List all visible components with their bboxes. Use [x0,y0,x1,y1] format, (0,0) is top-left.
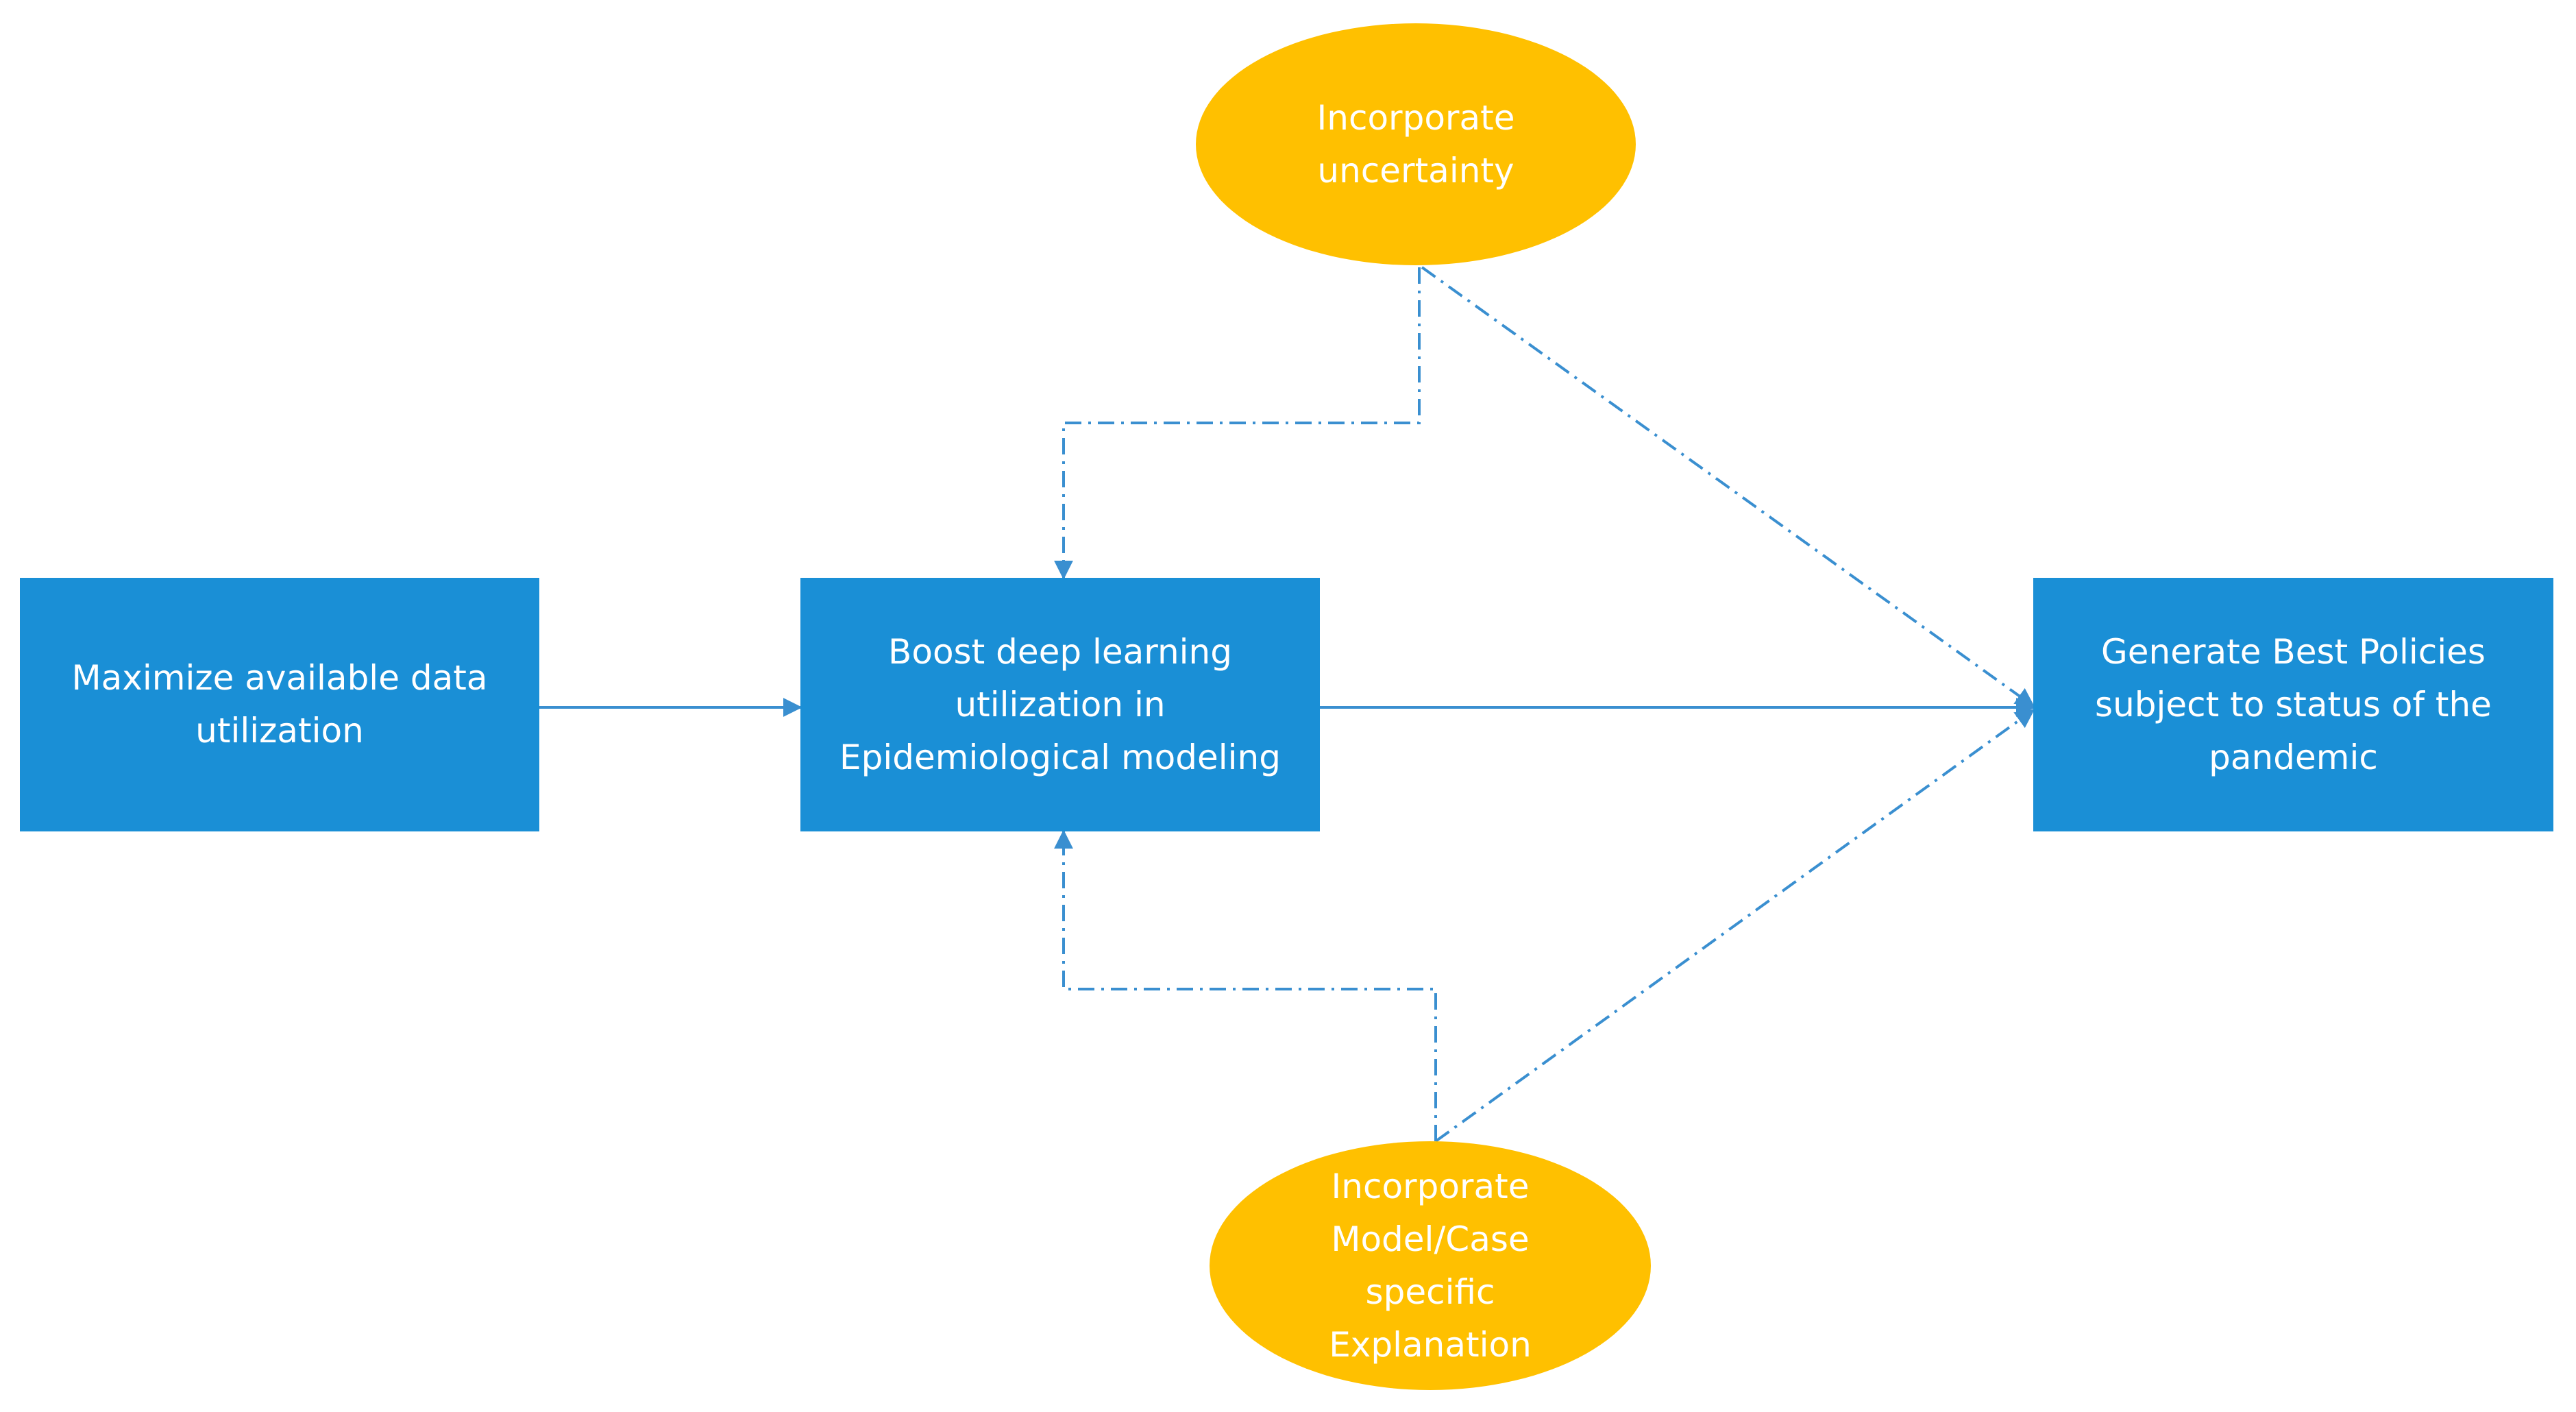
node-boost-label: Boost deep learning utilization in Epide… [839,631,1281,777]
oval-incorporate-explanation: Incorporate Model/Case specific Explanat… [1210,1141,1651,1390]
node-maximize-data-utilization: Maximize available data utilization [20,578,539,831]
oval-incorporate-uncertainty: Incorporate uncertainty [1196,23,1636,265]
node-boost-deep-learning: Boost deep learning utilization in Epide… [800,578,1320,831]
node-maximize-label: Maximize available data utilization [71,658,488,751]
edge-uncertainty-to-boost [1054,267,1421,580]
edge-explanation-to-generate [1434,709,2035,1143]
oval-explanation-label: Incorporate Model/Case specific Explanat… [1329,1166,1532,1365]
node-generate-best-policies: Generate Best Policies subject to status… [2033,578,2553,831]
node-generate-label: Generate Best Policies subject to status… [2095,631,2492,777]
edge-uncertainty-to-generate [1421,266,2035,707]
edge-explanation-to-boost [1054,829,1437,1141]
oval-uncertainty-label: Incorporate uncertainty [1316,97,1515,191]
